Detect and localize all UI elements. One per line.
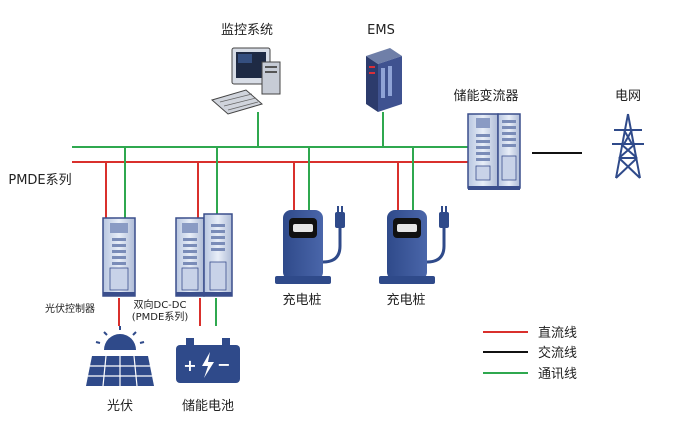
battery-icon: + − bbox=[176, 338, 240, 383]
label-pv-controller: 光伏控制器 bbox=[45, 302, 95, 315]
computer-icon bbox=[210, 47, 281, 115]
charger-icon-2 bbox=[379, 206, 449, 284]
solar-panel-icon bbox=[86, 326, 154, 387]
svg-text:−: − bbox=[217, 355, 230, 374]
label-ems: EMS bbox=[367, 23, 395, 38]
pv-controller-cabinet-icon bbox=[102, 217, 136, 297]
label-dcdc-sub: (PMDE系列) bbox=[132, 310, 189, 323]
label-battery: 储能电池 bbox=[182, 399, 234, 414]
charger-icon-1 bbox=[275, 206, 345, 284]
legend-ac-label: 交流线 bbox=[538, 345, 577, 361]
pcs-cabinet-icon bbox=[467, 113, 521, 190]
legend-comm-label: 通讯线 bbox=[538, 367, 577, 382]
power-tower-icon bbox=[612, 113, 644, 179]
svg-text:+: + bbox=[183, 356, 196, 375]
label-charger1: 充电桩 bbox=[282, 292, 321, 308]
dcdc-cabinet-icon bbox=[175, 213, 233, 297]
label-pmde-series: PMDE系列 bbox=[8, 173, 71, 188]
label-charger2: 充电桩 bbox=[386, 292, 425, 308]
label-dcdc: 双向DC-DC bbox=[134, 298, 187, 311]
label-pcs: 储能变流器 bbox=[453, 88, 518, 104]
legend: 直流线 交流线 通讯线 bbox=[483, 326, 577, 382]
label-grid: 电网 bbox=[615, 89, 641, 104]
label-pv: 光伏 bbox=[107, 399, 133, 414]
server-icon bbox=[366, 48, 402, 112]
legend-dc-label: 直流线 bbox=[538, 326, 577, 341]
label-monitoring: 监控系统 bbox=[221, 23, 273, 38]
